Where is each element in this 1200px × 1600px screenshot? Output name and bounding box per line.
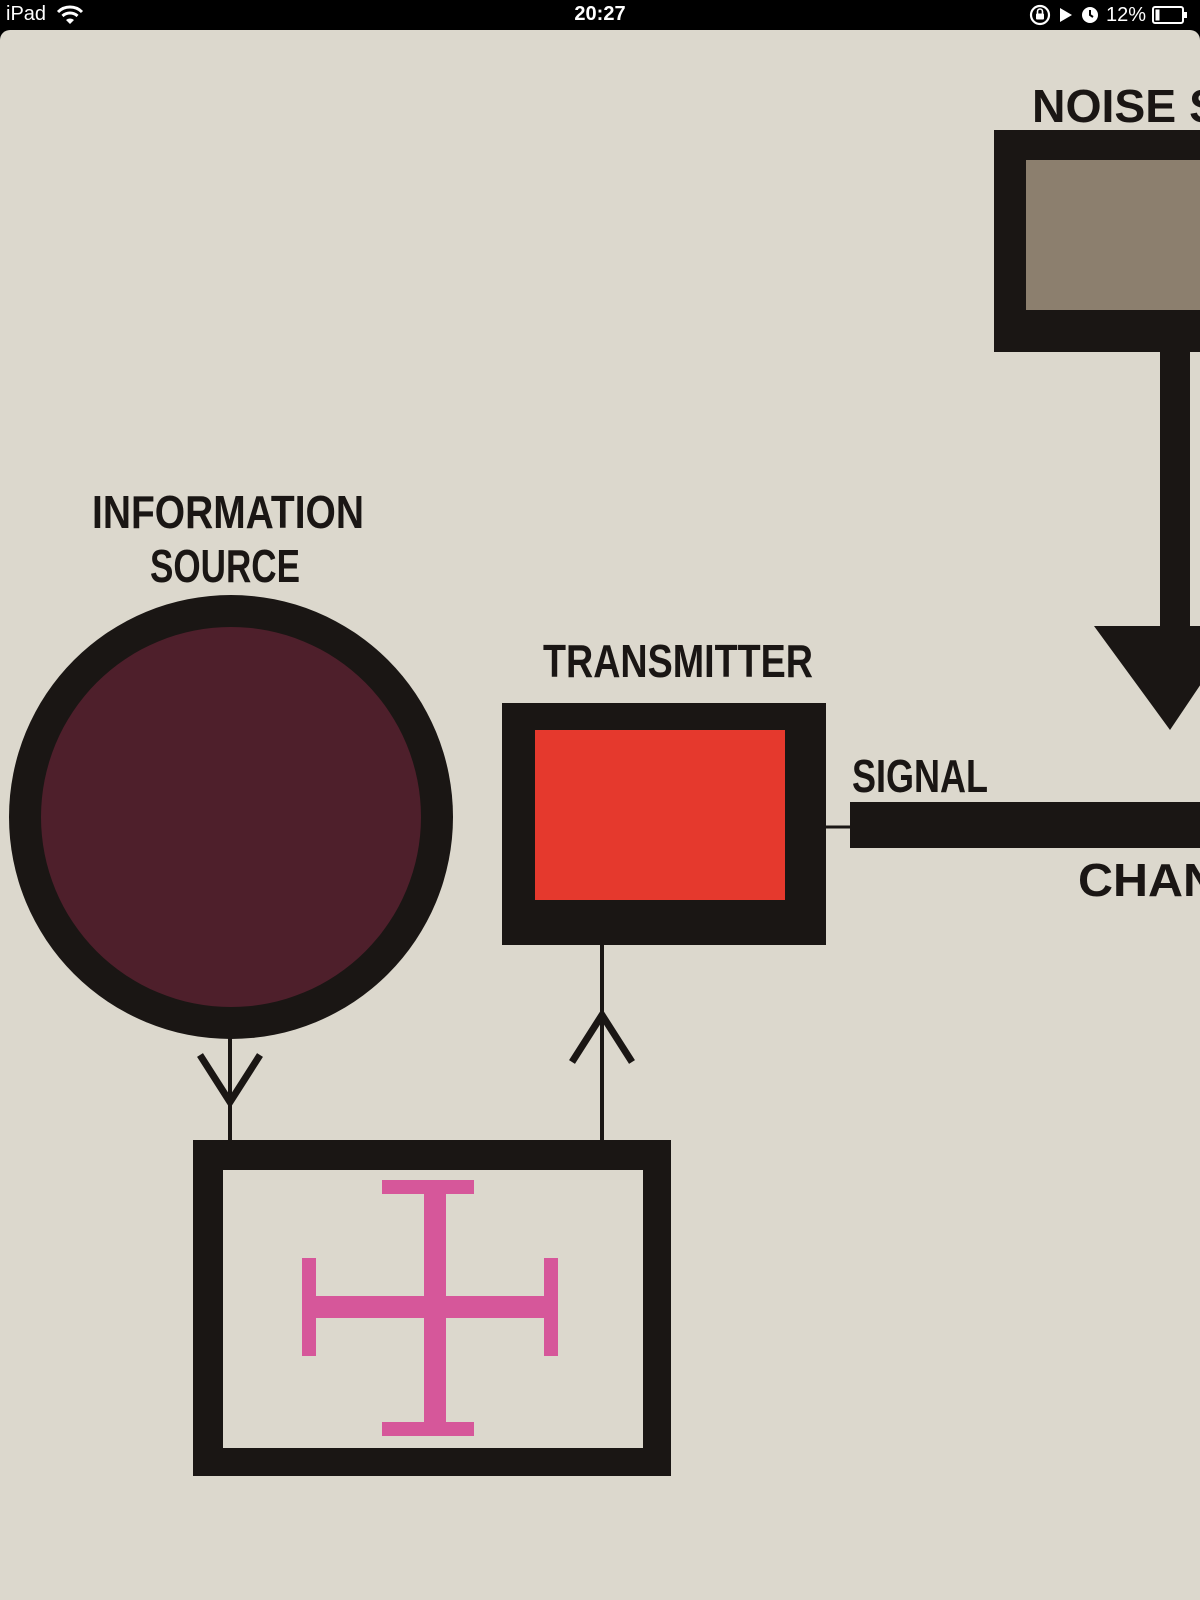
battery-icon bbox=[1152, 6, 1187, 24]
scanned-page[interactable]: NOISE S INFORMATION SOURCE TRANSMITTER bbox=[0, 30, 1200, 1600]
information-source-label-line1: INFORMATION bbox=[92, 486, 364, 538]
transmitter-block bbox=[502, 703, 826, 945]
source-to-bottom-arrow bbox=[197, 1035, 263, 1142]
battery-percent: 12% bbox=[1105, 3, 1146, 26]
device-name: iPad bbox=[6, 3, 47, 25]
status-bar: iPad 20:27 12% bbox=[0, 0, 1200, 30]
noise-arrow-head bbox=[1094, 626, 1200, 730]
information-source-fill bbox=[41, 627, 421, 1007]
clock: 20:27 bbox=[574, 3, 626, 25]
signal-label: SIGNAL bbox=[852, 750, 988, 802]
play-icon bbox=[1059, 8, 1072, 22]
information-source-circle bbox=[9, 595, 453, 1039]
alarm-icon bbox=[1081, 7, 1098, 23]
transmitter-fill bbox=[535, 730, 785, 900]
channel-label: CHAN bbox=[1078, 854, 1200, 906]
communication-diagram: NOISE S INFORMATION SOURCE TRANSMITTER bbox=[9, 80, 1200, 1476]
transmitter-arrow-head bbox=[569, 1008, 635, 1064]
channel-bar bbox=[850, 802, 1200, 848]
bottom-to-transmitter-arrow bbox=[569, 945, 635, 1142]
source-arrow-head bbox=[197, 1053, 263, 1109]
rotation-lock-icon bbox=[1029, 4, 1051, 26]
cross-symbol bbox=[302, 1180, 558, 1436]
status-right-group: 12% bbox=[1028, 3, 1188, 27]
noise-source-block bbox=[994, 130, 1200, 352]
noise-source-label: NOISE S bbox=[1032, 80, 1200, 132]
wifi-icon bbox=[56, 5, 84, 24]
transmitter-label: TRANSMITTER bbox=[543, 635, 813, 687]
noise-arrow bbox=[1094, 350, 1200, 730]
information-source-label-line2: SOURCE bbox=[150, 540, 300, 592]
noise-source-fill bbox=[1026, 160, 1200, 310]
